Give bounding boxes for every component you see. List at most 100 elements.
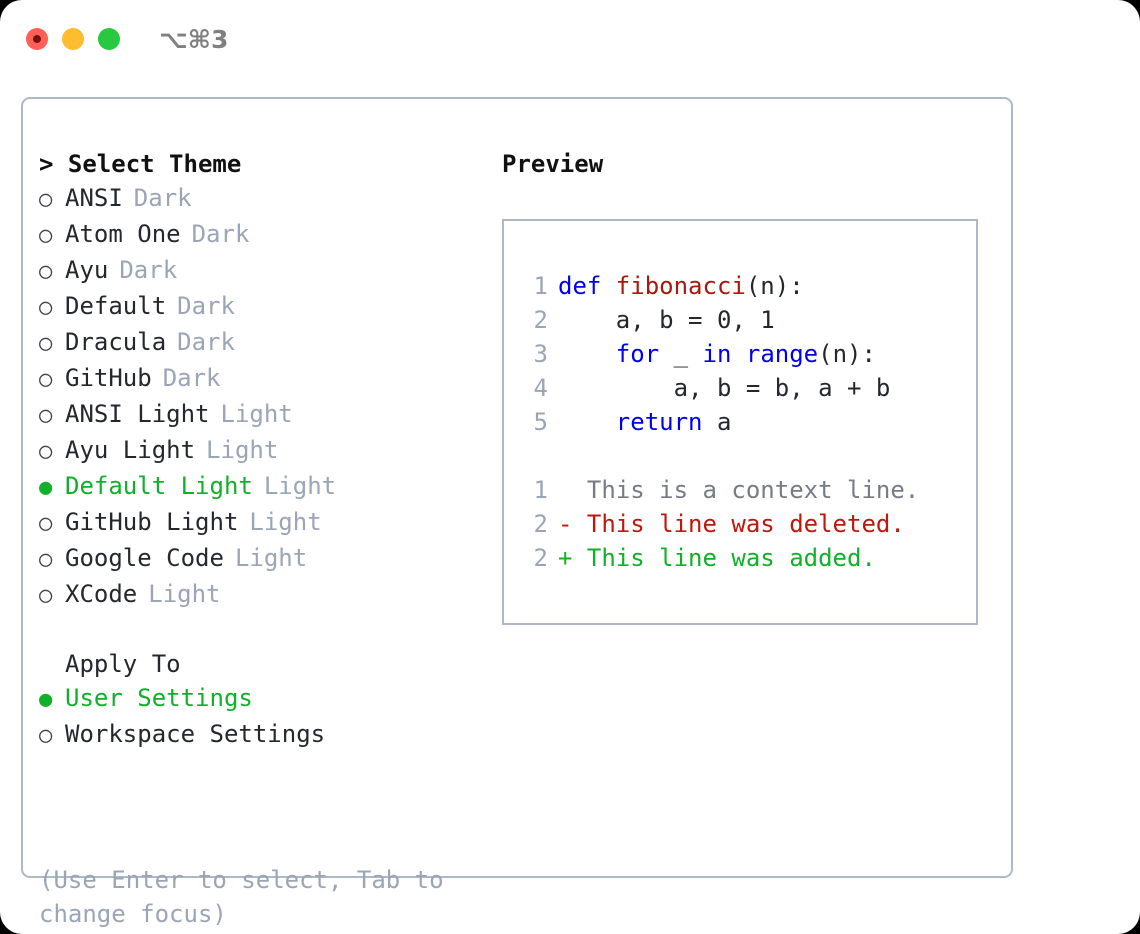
code-content: return a <box>558 405 732 439</box>
theme-variant-badge: Light <box>234 544 308 572</box>
radio-unselected-icon[interactable]: ○ <box>39 403 53 428</box>
radio-unselected-icon[interactable]: ○ <box>39 259 53 284</box>
code-line: 2 a, b = 0, 1 <box>518 303 976 337</box>
theme-name-label: ANSI Light <box>65 400 210 428</box>
diff-text: This line was added. <box>572 544 876 572</box>
line-number: 4 <box>533 374 548 402</box>
minimize-window-button[interactable] <box>62 28 84 50</box>
diff-marker: - <box>558 510 573 538</box>
theme-name-label: Ayu Light <box>65 436 196 464</box>
theme-list-item[interactable]: ○ GitHub Light Light <box>39 505 499 541</box>
theme-variant-badge: Dark <box>191 220 250 248</box>
code-token-kw: return <box>615 408 703 436</box>
code-token-kw: range <box>745 340 819 368</box>
theme-name-label: Google Code <box>65 544 224 572</box>
radio-unselected-icon[interactable]: ○ <box>39 583 53 608</box>
code-line: 3 for _ in range(n): <box>518 337 976 371</box>
theme-variant-badge: Light <box>249 508 322 536</box>
code-token-fn: fibonacci <box>615 272 746 300</box>
apply-to-list: ● User Settings ○ Workspace Settings <box>39 681 499 753</box>
code-token-plain: _ <box>659 340 703 368</box>
code-line: 5 return a <box>518 405 976 439</box>
line-number: 2 <box>533 510 548 538</box>
theme-list-item[interactable]: ○ Dracula Dark <box>39 325 499 361</box>
theme-list-item[interactable]: ● Default Light Light <box>39 469 499 505</box>
code-token-kw: def <box>558 272 616 300</box>
apply-to-item[interactable]: ● User Settings <box>39 681 499 717</box>
radio-unselected-icon[interactable]: ○ <box>39 295 53 320</box>
radio-unselected-icon[interactable]: ○ <box>39 223 53 248</box>
maximize-window-button[interactable] <box>98 28 120 50</box>
radio-unselected-icon[interactable]: ○ <box>39 439 53 464</box>
code-content: a, b = b, a + b <box>558 371 891 405</box>
theme-list-item[interactable]: ○ ANSI Light Light <box>39 397 499 433</box>
radio-unselected-icon[interactable]: ○ <box>39 367 53 392</box>
theme-name-label: Atom One <box>65 220 181 248</box>
theme-name-label: ANSI <box>65 184 123 212</box>
code-token-plain: (n): <box>745 272 804 300</box>
preview-header: Preview <box>502 150 604 178</box>
line-number: 3 <box>533 340 548 368</box>
apply-to-item[interactable]: ○ Workspace Settings <box>39 717 499 753</box>
theme-list-item[interactable]: ○ XCode Light <box>39 577 499 613</box>
apply-to-label: User Settings <box>65 684 253 712</box>
code-token-plain <box>731 340 745 368</box>
close-window-button[interactable] <box>26 28 48 50</box>
theme-list-item[interactable]: ○ Google Code Light <box>39 541 499 577</box>
diff-text: This line was deleted. <box>572 510 905 538</box>
code-token-kw: for <box>615 340 660 368</box>
radio-unselected-icon[interactable]: ○ <box>39 511 53 536</box>
theme-name-label: GitHub <box>65 364 152 392</box>
theme-name-label: Default Light <box>65 472 253 500</box>
theme-list-item[interactable]: ○ Ayu Light Light <box>39 433 499 469</box>
radio-unselected-icon[interactable]: ○ <box>39 331 53 356</box>
code-diff-spacer <box>518 439 976 473</box>
line-number: 1 <box>533 476 548 504</box>
theme-name-label: Default <box>65 292 167 320</box>
theme-name-label: XCode <box>65 580 138 608</box>
apply-to-header: Apply To <box>65 650 181 678</box>
code-token-plain: (n): <box>818 340 876 368</box>
code-content: a, b = 0, 1 <box>558 303 775 337</box>
select-theme-header: > Select Theme <box>39 150 242 178</box>
theme-variant-badge: Light <box>206 436 279 464</box>
theme-variant-badge: Dark <box>119 256 178 284</box>
diff-line: 2+ This line was added. <box>518 541 976 575</box>
theme-list-item[interactable]: ○ Atom One Dark <box>39 217 499 253</box>
code-token-plain <box>558 408 616 436</box>
diff-preview: 1 This is a context line.2- This line wa… <box>518 473 976 575</box>
radio-unselected-icon[interactable]: ○ <box>39 723 53 748</box>
line-number: 5 <box>533 408 548 436</box>
code-token-kw: in <box>702 340 732 368</box>
code-token-plain: a <box>702 408 732 436</box>
diff-marker <box>558 473 572 507</box>
titlebar: ⌥⌘3 <box>0 0 1140 78</box>
theme-variant-badge: Dark <box>177 328 235 356</box>
theme-name-label: Ayu <box>65 256 109 284</box>
theme-list-item[interactable]: ○ ANSI Dark <box>39 181 499 217</box>
keyboard-shortcut-label: ⌥⌘3 <box>159 24 229 54</box>
theme-variant-badge: Light <box>148 580 221 608</box>
radio-selected-icon[interactable]: ● <box>39 687 53 712</box>
radio-unselected-icon[interactable]: ○ <box>39 547 53 572</box>
theme-variant-badge: Light <box>263 472 337 500</box>
code-token-plain: a, b = b, a + b <box>558 374 891 402</box>
radio-unselected-icon[interactable]: ○ <box>39 187 53 212</box>
theme-variant-badge: Dark <box>133 184 192 212</box>
theme-list-item[interactable]: ○ Ayu Dark <box>39 253 499 289</box>
code-token-plain <box>558 340 616 368</box>
theme-variant-badge: Light <box>220 400 293 428</box>
diff-line: 2- This line was deleted. <box>518 507 976 541</box>
theme-name-label: Dracula <box>65 328 167 356</box>
radio-selected-icon[interactable]: ● <box>39 475 53 500</box>
apply-to-label: Workspace Settings <box>65 720 326 748</box>
theme-name-label: GitHub Light <box>65 508 239 536</box>
